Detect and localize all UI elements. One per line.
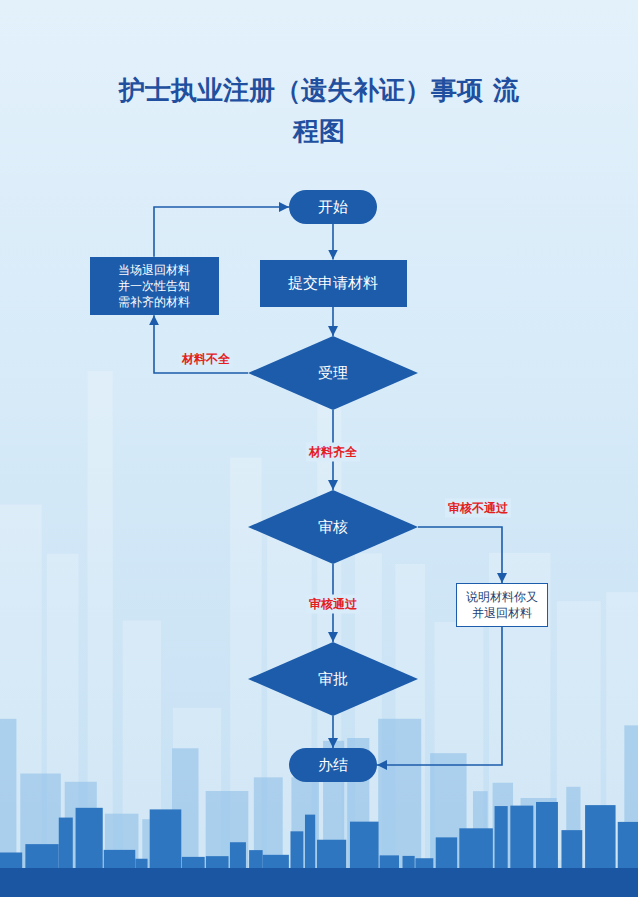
edge-label: 审核通过	[306, 595, 360, 614]
diamond-shape	[248, 642, 418, 716]
node-text: 审核	[318, 517, 348, 537]
foreground-building	[317, 840, 346, 872]
node-text: 受理	[318, 363, 348, 383]
flow-arrow	[332, 224, 334, 260]
foreground-building	[618, 822, 638, 872]
decision-diamond: 审批	[248, 642, 418, 716]
node-text: 提交申请材料	[288, 273, 378, 293]
foreground-building	[536, 802, 558, 872]
edge-label: 材料齐全	[306, 443, 360, 462]
flow-arrow	[418, 527, 502, 583]
foreground-building	[436, 837, 457, 872]
node-text: 开始	[318, 197, 348, 217]
process-box: 当场退回材料 并一次性告知 需补齐的材料	[90, 257, 219, 316]
edge-label: 审核不通过	[445, 499, 511, 518]
node-text: 审批	[318, 669, 348, 689]
foreground-building	[150, 809, 182, 872]
decision-diamond: 审核	[248, 490, 418, 564]
start-terminal: 开始	[289, 190, 377, 224]
diagram-title: 护士执业注册（遗失补证）事项 流程图	[109, 70, 529, 152]
foreground-building	[561, 830, 582, 872]
edge-label: 材料不全	[179, 350, 233, 369]
node-text: 当场退回材料 并一次性告知 需补齐的材料	[116, 262, 193, 311]
flow-arrow	[377, 627, 502, 765]
foreground-building	[25, 844, 58, 872]
ground-band	[0, 868, 638, 897]
foreground-building	[459, 828, 493, 872]
flow-arrow	[154, 315, 248, 373]
node-text: 办结	[318, 755, 348, 775]
process-box: 说明材料你又 并退回材料	[456, 583, 549, 627]
diamond-shape	[248, 336, 418, 410]
foreground-building	[305, 815, 315, 872]
background-building	[378, 719, 421, 870]
foreground-building	[510, 806, 533, 872]
decision-diamond: 受理	[248, 336, 418, 410]
node-text: 说明材料你又 并退回材料	[464, 589, 541, 621]
foreground-building	[290, 831, 303, 872]
flow-arrow	[332, 307, 334, 337]
flow-arrow	[154, 207, 289, 257]
foreground-building	[230, 842, 246, 872]
foreground-building	[495, 806, 508, 872]
foreground-building	[350, 822, 379, 872]
background-building	[0, 719, 16, 870]
foreground-building	[59, 818, 73, 872]
flow-arrow	[332, 716, 334, 748]
foreground-building	[76, 808, 103, 872]
foreground-building	[585, 805, 615, 872]
diamond-shape	[248, 490, 418, 564]
process-box: 提交申请材料	[260, 260, 407, 307]
end-terminal: 办结	[289, 748, 377, 782]
